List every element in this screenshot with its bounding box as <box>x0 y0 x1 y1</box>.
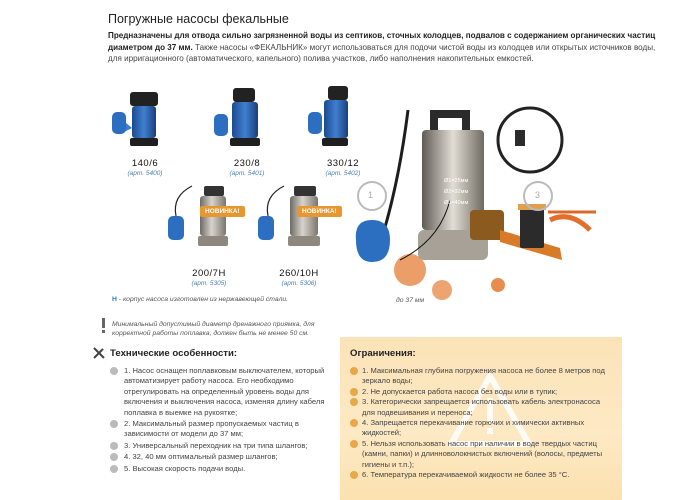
features-list: 1. Насос оснащен поплавковым выключателе… <box>110 366 335 475</box>
pump-260-10h-art: (арт. 5306) <box>281 280 317 287</box>
page-title: Погружные насосы фекальные <box>108 12 289 26</box>
limitations-list: 1. Максимальная глубина погружения насос… <box>350 366 615 480</box>
tools-icon <box>93 347 105 359</box>
intro-bold: Предназначены для отвода сильно загрязне… <box>108 31 656 52</box>
list-item: 5. Высокая скорость подачи воды. <box>110 464 335 474</box>
exclamation-icon <box>102 318 105 333</box>
limitations-panel <box>340 337 622 500</box>
pump-diagram <box>355 106 596 300</box>
intro-rest: Также насосы «ФЕКАЛЬНИК» могут использов… <box>108 42 656 64</box>
callout-1: 1 <box>368 190 374 200</box>
steel-note-text: - корпус насоса изготовлен из нержавеюще… <box>116 296 289 303</box>
pump-230-8-art: (арт. 5401) <box>229 170 265 177</box>
diameter-label-3: Ø3=40мм <box>444 200 469 206</box>
pump-gallery <box>112 86 348 246</box>
pump-330-12-image <box>308 86 348 146</box>
pump-230-8-image <box>214 88 260 146</box>
pump-330-12-model: 330/12 <box>326 158 360 169</box>
intro-text: Предназначены для отвода сильно загрязне… <box>108 30 668 65</box>
pump-260-10h-model: 260/10Н <box>279 268 319 279</box>
diameter-label-2: Ø2=32мм <box>444 189 469 195</box>
pump-140-6-image <box>112 92 158 146</box>
list-item: 3. Категорически запрещается использоват… <box>350 397 615 418</box>
limitations-title: Ограничения: <box>350 348 416 359</box>
pump-230-8-model: 230/8 <box>233 158 261 169</box>
list-item: 3. Универсальный переходник на три типа … <box>110 441 335 451</box>
new-badge-2: НОВИНКА! <box>297 206 342 217</box>
steel-note: Н - корпус насоса изготовлен из нержавею… <box>112 296 288 303</box>
steel-note-letter: Н <box>112 296 117 303</box>
warning-icon <box>448 373 532 447</box>
pump-200-7h-art: (арт. 5305) <box>191 280 227 287</box>
pump-330-12-art: (арт. 5402) <box>325 170 361 177</box>
pump-200-7h-model: 200/7Н <box>192 268 226 279</box>
callout-3: 3 <box>535 190 541 200</box>
list-item: 4. 32, 40 мм оптимальный размер шлангов; <box>110 452 335 462</box>
diameter-label-1: Ø1=25мм <box>444 178 469 184</box>
pump-140-6-model: 140/6 <box>131 158 159 169</box>
list-item: 1. Насос оснащен поплавковым выключателе… <box>110 366 335 418</box>
list-item: 2. Не допускается работа насоса без воды… <box>350 387 615 397</box>
list-item: 2. Максимальный размер пропускаемых част… <box>110 419 335 440</box>
particle-size-label: до 37 мм <box>396 297 425 304</box>
list-item: 5. Нельзя использовать насос при наличии… <box>350 439 615 470</box>
list-item: 6. Температура перекачиваемой жидкости н… <box>350 470 615 480</box>
pump-140-6-art: (арт. 5400) <box>127 170 163 177</box>
new-badge-1: НОВИНКА! <box>200 206 245 217</box>
features-title: Технические особенности: <box>110 348 238 359</box>
drain-pit-note: Минимальный допустимый диаметр дренажног… <box>112 321 315 337</box>
list-item: 4. Запрещается перекачивание горючих и х… <box>350 418 615 439</box>
list-item: 1. Максимальная глубина погружения насос… <box>350 366 615 387</box>
